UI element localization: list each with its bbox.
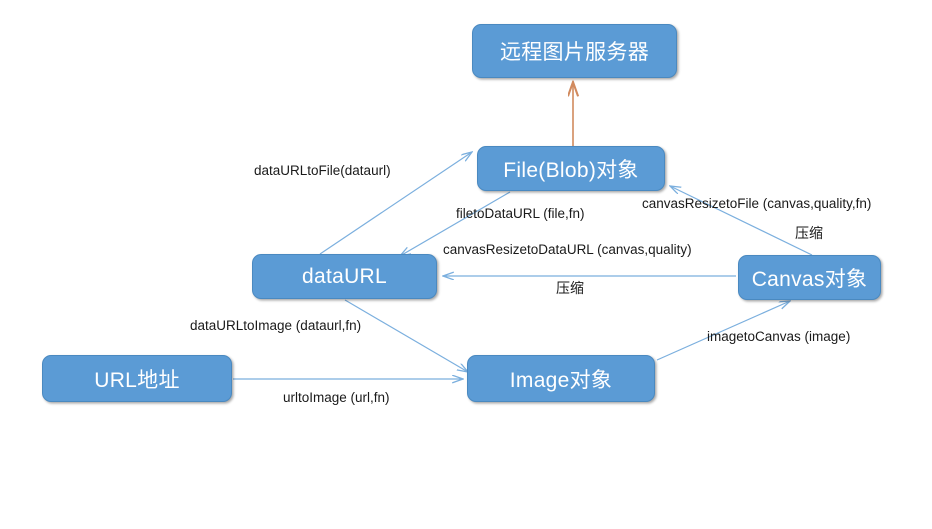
- node-label: URL地址: [94, 368, 180, 392]
- edge-label-canvas-to-dataurl: canvasResizetoDataURL (canvas,quality): [443, 242, 692, 257]
- edge-file-to-dataurl: [400, 191, 511, 256]
- edge-label-image-to-canvas: imagetoCanvas (image): [707, 329, 851, 344]
- edge-label-canvas-to-file-compress: 压缩: [795, 225, 823, 241]
- edge-label-dataurl-to-file: dataURLtoFile(dataurl): [254, 163, 391, 178]
- node-label: File(Blob)对象: [503, 158, 639, 182]
- edge-label-url-to-image: urltoImage (url,fn): [283, 390, 390, 405]
- node-label: dataURL: [302, 264, 387, 288]
- node-url-address[interactable]: URL地址: [42, 355, 232, 402]
- edge-label-file-to-dataurl: filetoDataURL (file,fn): [456, 206, 585, 221]
- node-file-blob-object[interactable]: File(Blob)对象: [477, 146, 665, 191]
- node-remote-image-server[interactable]: 远程图片服务器: [472, 24, 677, 78]
- node-image-object[interactable]: Image对象: [467, 355, 655, 402]
- node-label: Image对象: [509, 368, 613, 392]
- edge-canvas-to-file: [670, 186, 813, 256]
- node-label: 远程图片服务器: [499, 41, 650, 64]
- edge-dataurl-to-file: [319, 152, 472, 255]
- edge-label-canvas-to-dataurl-compress: 压缩: [556, 280, 584, 296]
- node-canvas-object[interactable]: Canvas对象: [738, 255, 881, 300]
- node-label: Canvas对象: [751, 267, 868, 291]
- edge-dataurl-to-image: [344, 299, 468, 372]
- node-dataurl[interactable]: dataURL: [252, 254, 437, 299]
- edge-image-to-canvas: [656, 301, 790, 361]
- edge-label-canvas-to-file: canvasResizetoFile (canvas,quality,fn): [642, 196, 872, 211]
- edge-label-dataurl-to-image: dataURLtoImage (dataurl,fn): [190, 318, 362, 333]
